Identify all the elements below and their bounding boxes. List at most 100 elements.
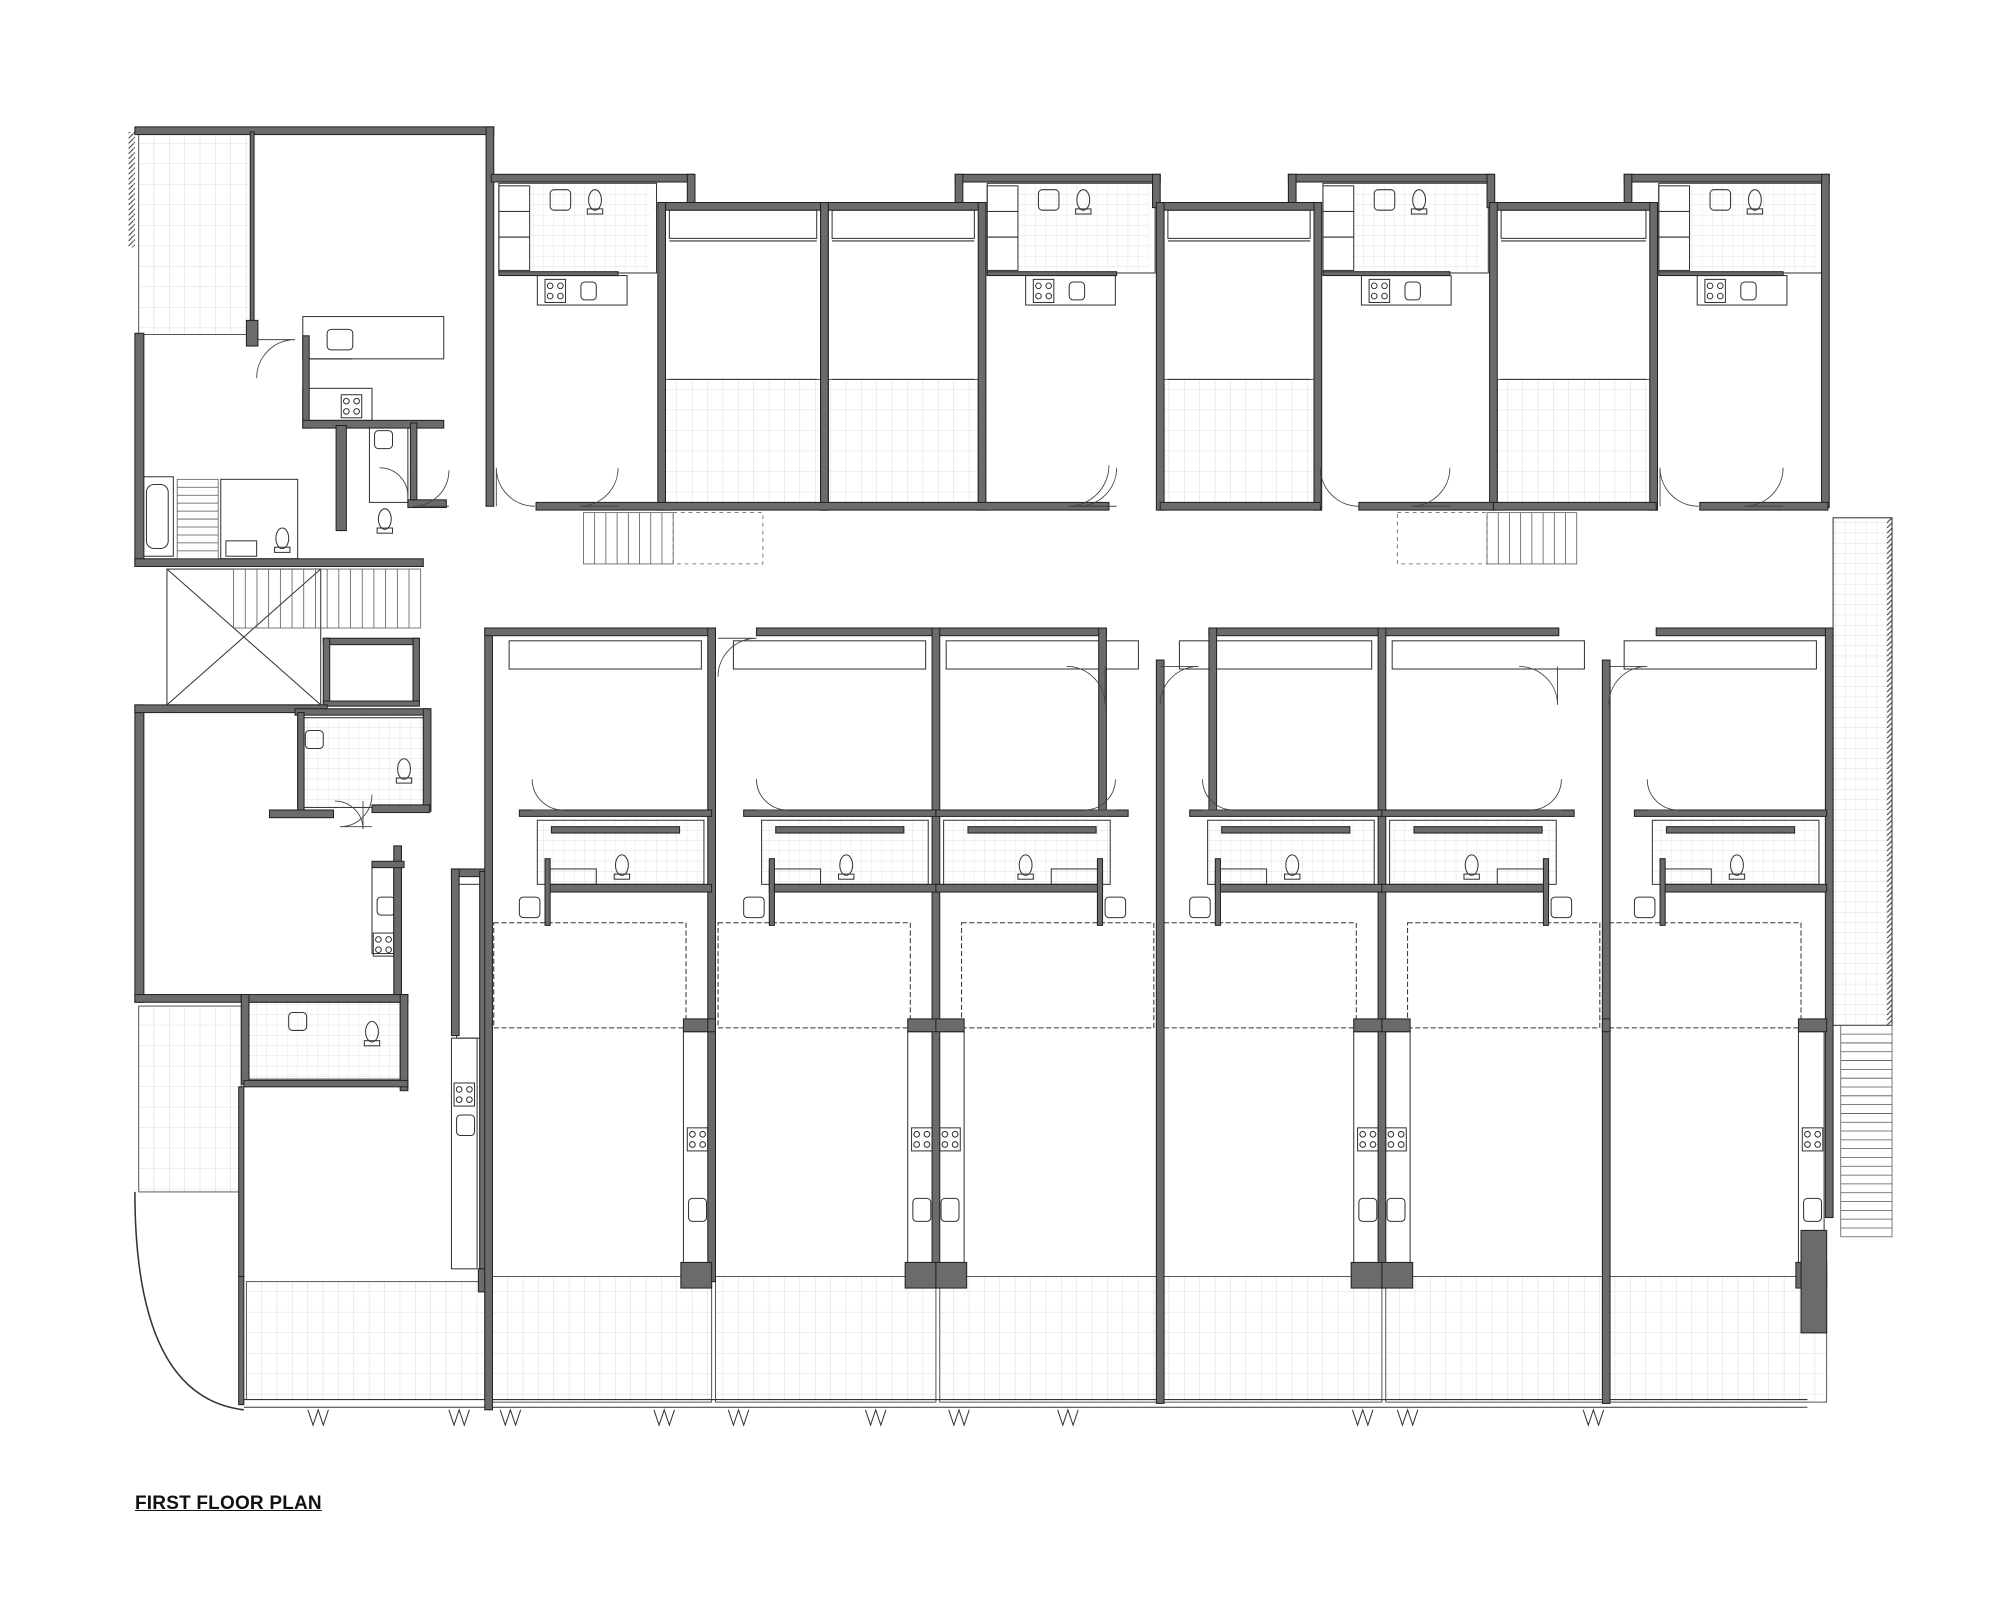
burner <box>1387 1141 1395 1148</box>
fixture <box>498 236 531 271</box>
door-swing <box>256 339 296 379</box>
wall <box>1377 627 1387 1283</box>
burner <box>923 1141 931 1148</box>
wall <box>1096 858 1104 926</box>
wall <box>1413 826 1543 834</box>
burner <box>1397 1141 1405 1148</box>
wall <box>1322 271 1451 277</box>
fixture <box>456 883 483 1039</box>
walls <box>134 126 1834 1411</box>
wall <box>1655 627 1832 637</box>
tiled-floor <box>1355 185 1482 271</box>
wall <box>399 994 409 1092</box>
wall <box>485 126 495 507</box>
wall <box>1155 201 1165 511</box>
wall <box>967 826 1097 834</box>
burner <box>951 1141 959 1148</box>
wall <box>1824 627 1834 1219</box>
wall <box>322 637 420 646</box>
burner <box>1381 292 1388 300</box>
burner <box>1716 292 1724 300</box>
wall <box>1157 201 1319 211</box>
wall <box>371 860 405 869</box>
wall <box>986 271 1118 277</box>
fixture <box>1025 275 1116 306</box>
balcony <box>1605 1276 1828 1403</box>
cooktop <box>1704 278 1726 303</box>
wall <box>134 332 145 567</box>
wall <box>1155 659 1165 1404</box>
toilet-cistern <box>613 873 631 880</box>
door-swing <box>1159 666 1199 705</box>
sink <box>1373 189 1396 211</box>
door-swing <box>1646 779 1678 811</box>
balcony <box>665 378 822 503</box>
fixture <box>368 424 409 503</box>
wardrobe <box>732 640 927 670</box>
sink <box>1104 896 1127 919</box>
toilet-cistern <box>1410 208 1428 215</box>
sink <box>1550 896 1573 919</box>
wall <box>1649 201 1658 511</box>
fixture <box>498 185 531 212</box>
sink <box>912 1197 932 1222</box>
wall <box>1381 1018 1411 1033</box>
sink <box>1068 281 1086 301</box>
burner <box>343 408 350 415</box>
fixture <box>1658 210 1691 238</box>
fixture <box>1360 275 1452 306</box>
wall <box>768 858 775 926</box>
wall <box>680 1261 713 1289</box>
wall <box>550 826 681 834</box>
toilet-cistern <box>376 527 394 534</box>
door-swing <box>1319 467 1359 507</box>
toilet-cistern <box>1284 873 1301 880</box>
sink <box>940 1197 960 1222</box>
side-balcony <box>1833 517 1893 1026</box>
stairs <box>176 478 1893 1238</box>
wall <box>544 883 713 893</box>
wall <box>243 1079 409 1088</box>
wall <box>422 708 432 812</box>
hatched-edge <box>128 132 135 248</box>
sliding-screen <box>1407 922 1601 1029</box>
cooktop <box>1032 278 1055 303</box>
bathtub <box>145 483 169 550</box>
toilet <box>1412 189 1427 211</box>
burner <box>1359 1141 1367 1148</box>
burner <box>1045 292 1053 300</box>
fixture <box>536 275 628 306</box>
wall <box>907 1018 937 1033</box>
tiled-floor <box>1690 185 1816 271</box>
cooktop <box>1801 1127 1824 1152</box>
burner <box>1045 282 1053 290</box>
wall <box>1350 1261 1383 1289</box>
cooktop <box>1357 1127 1379 1152</box>
burner <box>466 1086 473 1093</box>
wall <box>245 319 259 347</box>
burner <box>375 946 382 954</box>
wall <box>1353 1018 1383 1033</box>
wall <box>134 126 495 136</box>
door-swing <box>579 467 619 507</box>
cooktop <box>939 1127 961 1152</box>
fixture <box>302 316 445 360</box>
sink <box>374 430 394 450</box>
toilet-cistern <box>1746 208 1764 215</box>
balcony <box>1496 378 1651 503</box>
wall <box>322 637 331 706</box>
burner <box>455 1096 463 1103</box>
window-mark <box>948 1408 970 1427</box>
tiled-floor <box>297 717 426 808</box>
wall <box>134 704 145 1003</box>
cooktop <box>453 1082 476 1107</box>
fixture <box>1322 185 1355 212</box>
wall <box>935 1261 968 1289</box>
fixture <box>1167 209 1311 239</box>
door-swing <box>1066 666 1106 705</box>
wall <box>412 637 420 703</box>
wardrobe <box>1178 640 1373 670</box>
wall <box>935 883 1104 893</box>
hatched-edge <box>1886 517 1893 1026</box>
wall <box>238 1086 245 1278</box>
